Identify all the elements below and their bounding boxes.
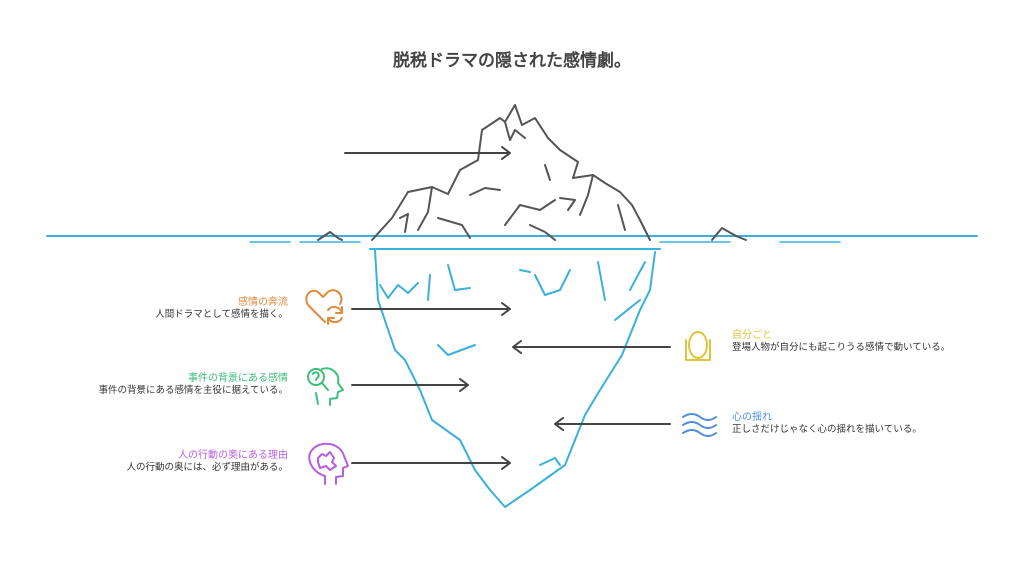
waterline [46,235,978,250]
item-personal-relevance: 自分ごと 登場人物が自分にも起こりうる感情で動いている。 [732,330,962,354]
iceberg-tip [317,104,747,241]
item-text: 事件の背景にある感情を主役に据えている。 [98,385,288,396]
head-question-icon [307,367,344,406]
item-text: 登場人物が自分にも起こりうる感情で動いている。 [732,342,951,353]
iceberg-underwater [374,249,656,508]
item-heading: 人の行動の奥にある理由 [178,450,288,461]
item-heading: 事件の背景にある感情 [188,373,288,384]
item-reason-behind-action: 人の行動の奥にある理由 人の行動の奥には、必ず理由がある。 [126,450,288,474]
item-text: 人の行動の奥には、必ず理由がある。 [126,462,288,473]
head-puzzle-icon [308,442,349,485]
item-emotional-sway: 心の揺れ 正しさだけじゃなく心の揺れを描いている。 [732,412,972,436]
item-heading: 心の揺れ [732,412,772,423]
item-emotional-torrent: 感情の奔流 人間ドラマとして感情を描く。 [155,297,288,321]
item-background-emotion: 事件の背景にある感情 事件の背景にある感情を主役に据えている。 [98,373,288,397]
item-text: 人間ドラマとして感情を描く。 [155,309,288,320]
item-heading: 自分ごと [732,330,772,341]
item-heading: 感情の奔流 [238,297,288,308]
arrows [344,146,671,470]
item-text: 正しさだけじゃなく心の揺れを描いている。 [732,424,922,435]
page-title: 脱税ドラマの隠された感情劇。 [393,51,631,71]
mirror-icon [685,331,711,361]
heart-cycle-icon [305,289,343,325]
waves-icon [682,413,717,437]
